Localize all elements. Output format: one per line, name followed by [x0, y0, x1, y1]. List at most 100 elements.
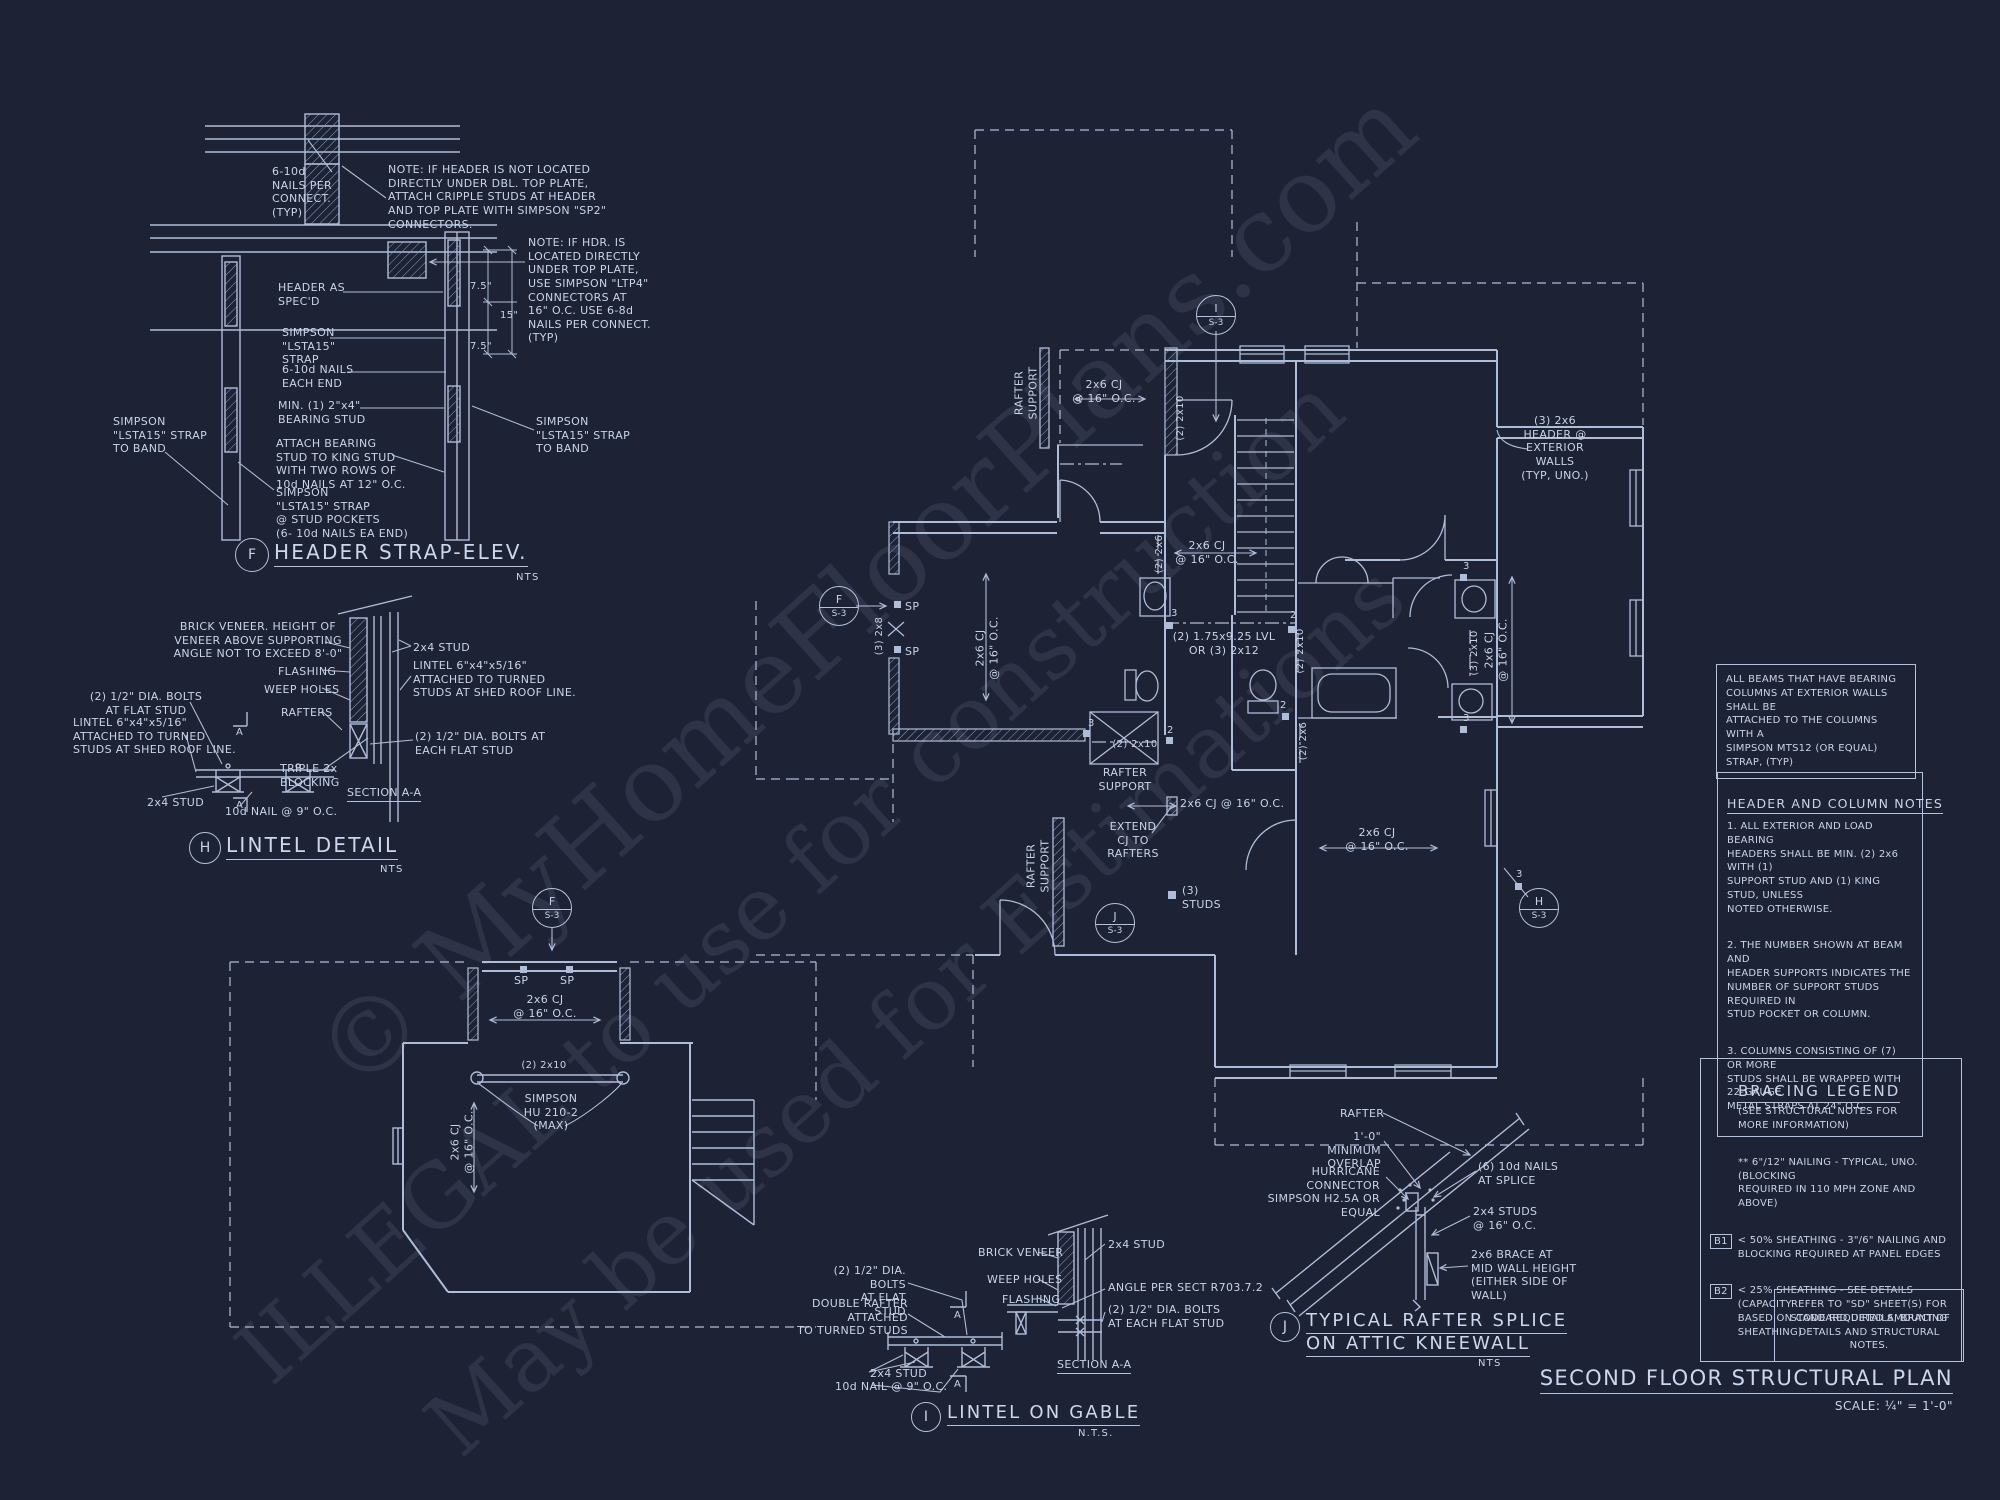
- i-stud: 2x4 STUD: [870, 1367, 928, 1380]
- header-column-notes-box: HEADER AND COLUMN NOTES 1. ALL EXTERIOR …: [1717, 772, 1943, 1137]
- header-note-2: 2. THE NUMBER SHOWN AT BEAM AND HEADER S…: [1727, 940, 1911, 1021]
- stud-count: 2: [1280, 700, 1287, 711]
- linework-root: [150, 113, 1644, 1393]
- bracing-item-b2: < 25% SHEATHING - SEE DETAILS (CAPACITY …: [1737, 1285, 1951, 1338]
- plan-header-exterior: (3) 2x6 HEADER @ EXTERIOR WALLS (TYP, UN…: [1521, 414, 1589, 482]
- detail-i-tag: I: [911, 1402, 941, 1432]
- h-bolts-flat: (2) 1/2" DIA. BOLTS AT FLAT STUD: [89, 690, 203, 717]
- detail-f-scale: NTS: [516, 572, 540, 583]
- detail-lintel-linework: [161, 595, 414, 822]
- f-bearing-stud: MIN. (1) 2"x4" BEARING STUD: [278, 399, 366, 426]
- h-rafters: RAFTERS: [281, 706, 333, 719]
- h-section-a-bottom: A: [236, 800, 244, 811]
- plan-rafter-support-top: RAFTER SUPPORT: [1012, 366, 1039, 420]
- detail-h-scale: NTS: [380, 864, 404, 875]
- plan-lvl-beam: (2) 1.75x9.25 LVL OR (3) 2x12: [1172, 630, 1276, 657]
- i-section-label: SECTION A-A: [1057, 1358, 1132, 1374]
- f-attach-note: ATTACH BEARING STUD TO KING STUD WITH TW…: [276, 437, 406, 491]
- detail-h-title: LINTEL DETAIL: [226, 833, 399, 860]
- detail-j-title-2: ON ATTIC KNEEWALL: [1306, 1333, 1531, 1357]
- h-bolts-each: (2) 1/2" DIA. BOLTS AT EACH FLAT STUD: [415, 730, 546, 757]
- detail-lintel-gable-linework: [868, 1214, 1109, 1393]
- f-band-right: SIMPSON "LSTA15" STRAP TO BAND: [536, 415, 631, 456]
- gable-simpson-hanger: SIMPSON HU 210-2 (MAX): [523, 1092, 579, 1133]
- detail-j-tag: J: [1270, 1312, 1300, 1342]
- stud-count: 3: [1463, 561, 1470, 572]
- j-hurricane: HURRICANE CONNECTOR SIMPSON H2.5A OR EQU…: [1267, 1165, 1380, 1219]
- i-stud2: 2x4 STUD: [1108, 1238, 1166, 1251]
- bracing-code-b2: B2: [1710, 1284, 1732, 1300]
- gable-sp-2: SP: [560, 974, 575, 987]
- f-dim-b: 15": [500, 310, 519, 321]
- i-weep: WEEP HOLES: [987, 1273, 1063, 1286]
- i-nail: 10d NAIL @ 9" O.C.: [835, 1380, 948, 1393]
- gable-cj: 2x6 CJ @ 16" O.C.: [513, 993, 577, 1020]
- f-dim-a: 7.5": [470, 281, 492, 292]
- plan-extend-cj: EXTEND CJ TO RAFTERS: [1107, 820, 1159, 861]
- plan-sp-1: SP: [905, 600, 920, 613]
- plan-cj-top: 2x6 CJ @ 16" O.C.: [1072, 378, 1136, 405]
- stud-count: 3: [1171, 608, 1178, 619]
- plan-3x8-v: (3) 2x8: [873, 616, 885, 656]
- h-triple-blocking: TRIPLE 2x BLOCKING: [280, 762, 340, 789]
- gable-plan-linework: [229, 928, 817, 1328]
- stud-count: 3: [1516, 869, 1523, 880]
- h-stud-right: 2x4 STUD: [413, 641, 471, 654]
- h-lintel-right: LINTEL 6"x4"x5/16" ATTACHED TO TURNED ST…: [413, 659, 576, 700]
- plan-overhang-dashed: [755, 129, 1644, 1146]
- h-lintel-left: LINTEL 6"x4"x5/16" ATTACHED TO TURNED ST…: [73, 716, 236, 757]
- bracing-item-typical: ** 6"/12" NAILING - TYPICAL, UNO. (BLOCK…: [1738, 1156, 1918, 1210]
- h-weep: WEEP HOLES: [264, 683, 340, 696]
- f-note1: NOTE: IF HEADER IS NOT LOCATED DIRECTLY …: [388, 163, 607, 231]
- stud-count: 3: [1088, 718, 1095, 729]
- detail-j-title-1: TYPICAL RAFTER SPLICE: [1306, 1310, 1568, 1334]
- bracing-title: BRACING LEGEND: [1738, 1081, 1901, 1104]
- j-rafter: RAFTER: [1340, 1107, 1385, 1120]
- i-angle: ANGLE PER SECT R703.7.2: [1108, 1281, 1264, 1294]
- detail-f-tag: F: [235, 538, 269, 572]
- plan-cj-single: 2x6 CJ @ 16" O.C.: [1180, 797, 1285, 810]
- f-nails-label: 6-10d NAILS PER CONNECT. (TYP): [272, 165, 332, 219]
- i-double-rafter: DOUBLE RAFTER ATTACHED TO TURNED STUDS: [797, 1297, 908, 1338]
- i-flashing: FLASHING: [1002, 1293, 1061, 1306]
- stud-count: 3: [1463, 713, 1470, 724]
- i-brick: BRICK VENEER: [978, 1246, 1064, 1259]
- plan-rafter-support-low: RAFTER SUPPORT: [1024, 839, 1051, 893]
- i-bolts-each: (2) 1/2" DIA. BOLTS AT EACH FLAT STUD: [1108, 1303, 1225, 1330]
- gable-beam: (2) 2x10: [521, 1060, 567, 1071]
- detail-f-title: HEADER STRAP-ELEV.: [274, 540, 528, 567]
- bracing-code-b1: B1: [1710, 1233, 1732, 1249]
- header-note-3: 3. COLUMNS CONSISTING OF (7) OR MORE STU…: [1727, 1046, 1902, 1113]
- plan-2x6-v1: (2) 2x6: [1153, 534, 1165, 574]
- f-dim-c: 7.5": [470, 341, 492, 352]
- f-strap-label: SIMPSON "LSTA15" STRAP: [282, 326, 336, 367]
- i-section-a-bottom: A: [954, 1379, 962, 1390]
- plan-2x10-h: (2) 2x10: [1112, 739, 1158, 750]
- h-section-a-top: A: [236, 727, 244, 738]
- h-brick-note: BRICK VENEER. HEIGHT OF VENEER ABOVE SUP…: [173, 620, 343, 661]
- detail-rafter-splice-linework: [1271, 1112, 1530, 1317]
- plan-beam-centerlines: [1092, 400, 1471, 764]
- bracing-subtitle: (SEE STRUCTURAL NOTES FOR MORE INFORMATI…: [1738, 1106, 1898, 1132]
- plan-3-studs: (3) STUDS: [1182, 884, 1221, 911]
- plan-3x10-v: (3) 2x10: [1468, 630, 1480, 676]
- detail-header-strap-linework: [150, 113, 535, 541]
- h-section-label: SECTION A-A: [347, 786, 422, 802]
- stud-count: 2: [1167, 725, 1174, 736]
- gable-cj-vertical: 2x6 CJ @ 16" O.C.: [448, 1110, 475, 1174]
- header-notes-title: HEADER AND COLUMN NOTES: [1727, 795, 1943, 815]
- f-nails-each: 6-10d NAILS EACH END: [282, 363, 354, 390]
- j-brace: 2x6 BRACE AT MID WALL HEIGHT (EITHER SID…: [1471, 1248, 1577, 1302]
- plan-2x10-v2: (2) 2x10: [1294, 628, 1306, 674]
- h-stud-left: 2x4 STUD: [147, 796, 205, 809]
- j-overlap: 1'-0" MINIMUM OVERLAP: [1327, 1130, 1381, 1171]
- refer-note-box: REFER TO "SD" SHEET(S) FOR STANDARD DETA…: [1774, 1289, 1964, 1363]
- plan-cj-right: 2x6 CJ @ 16" O.C.: [1345, 826, 1409, 853]
